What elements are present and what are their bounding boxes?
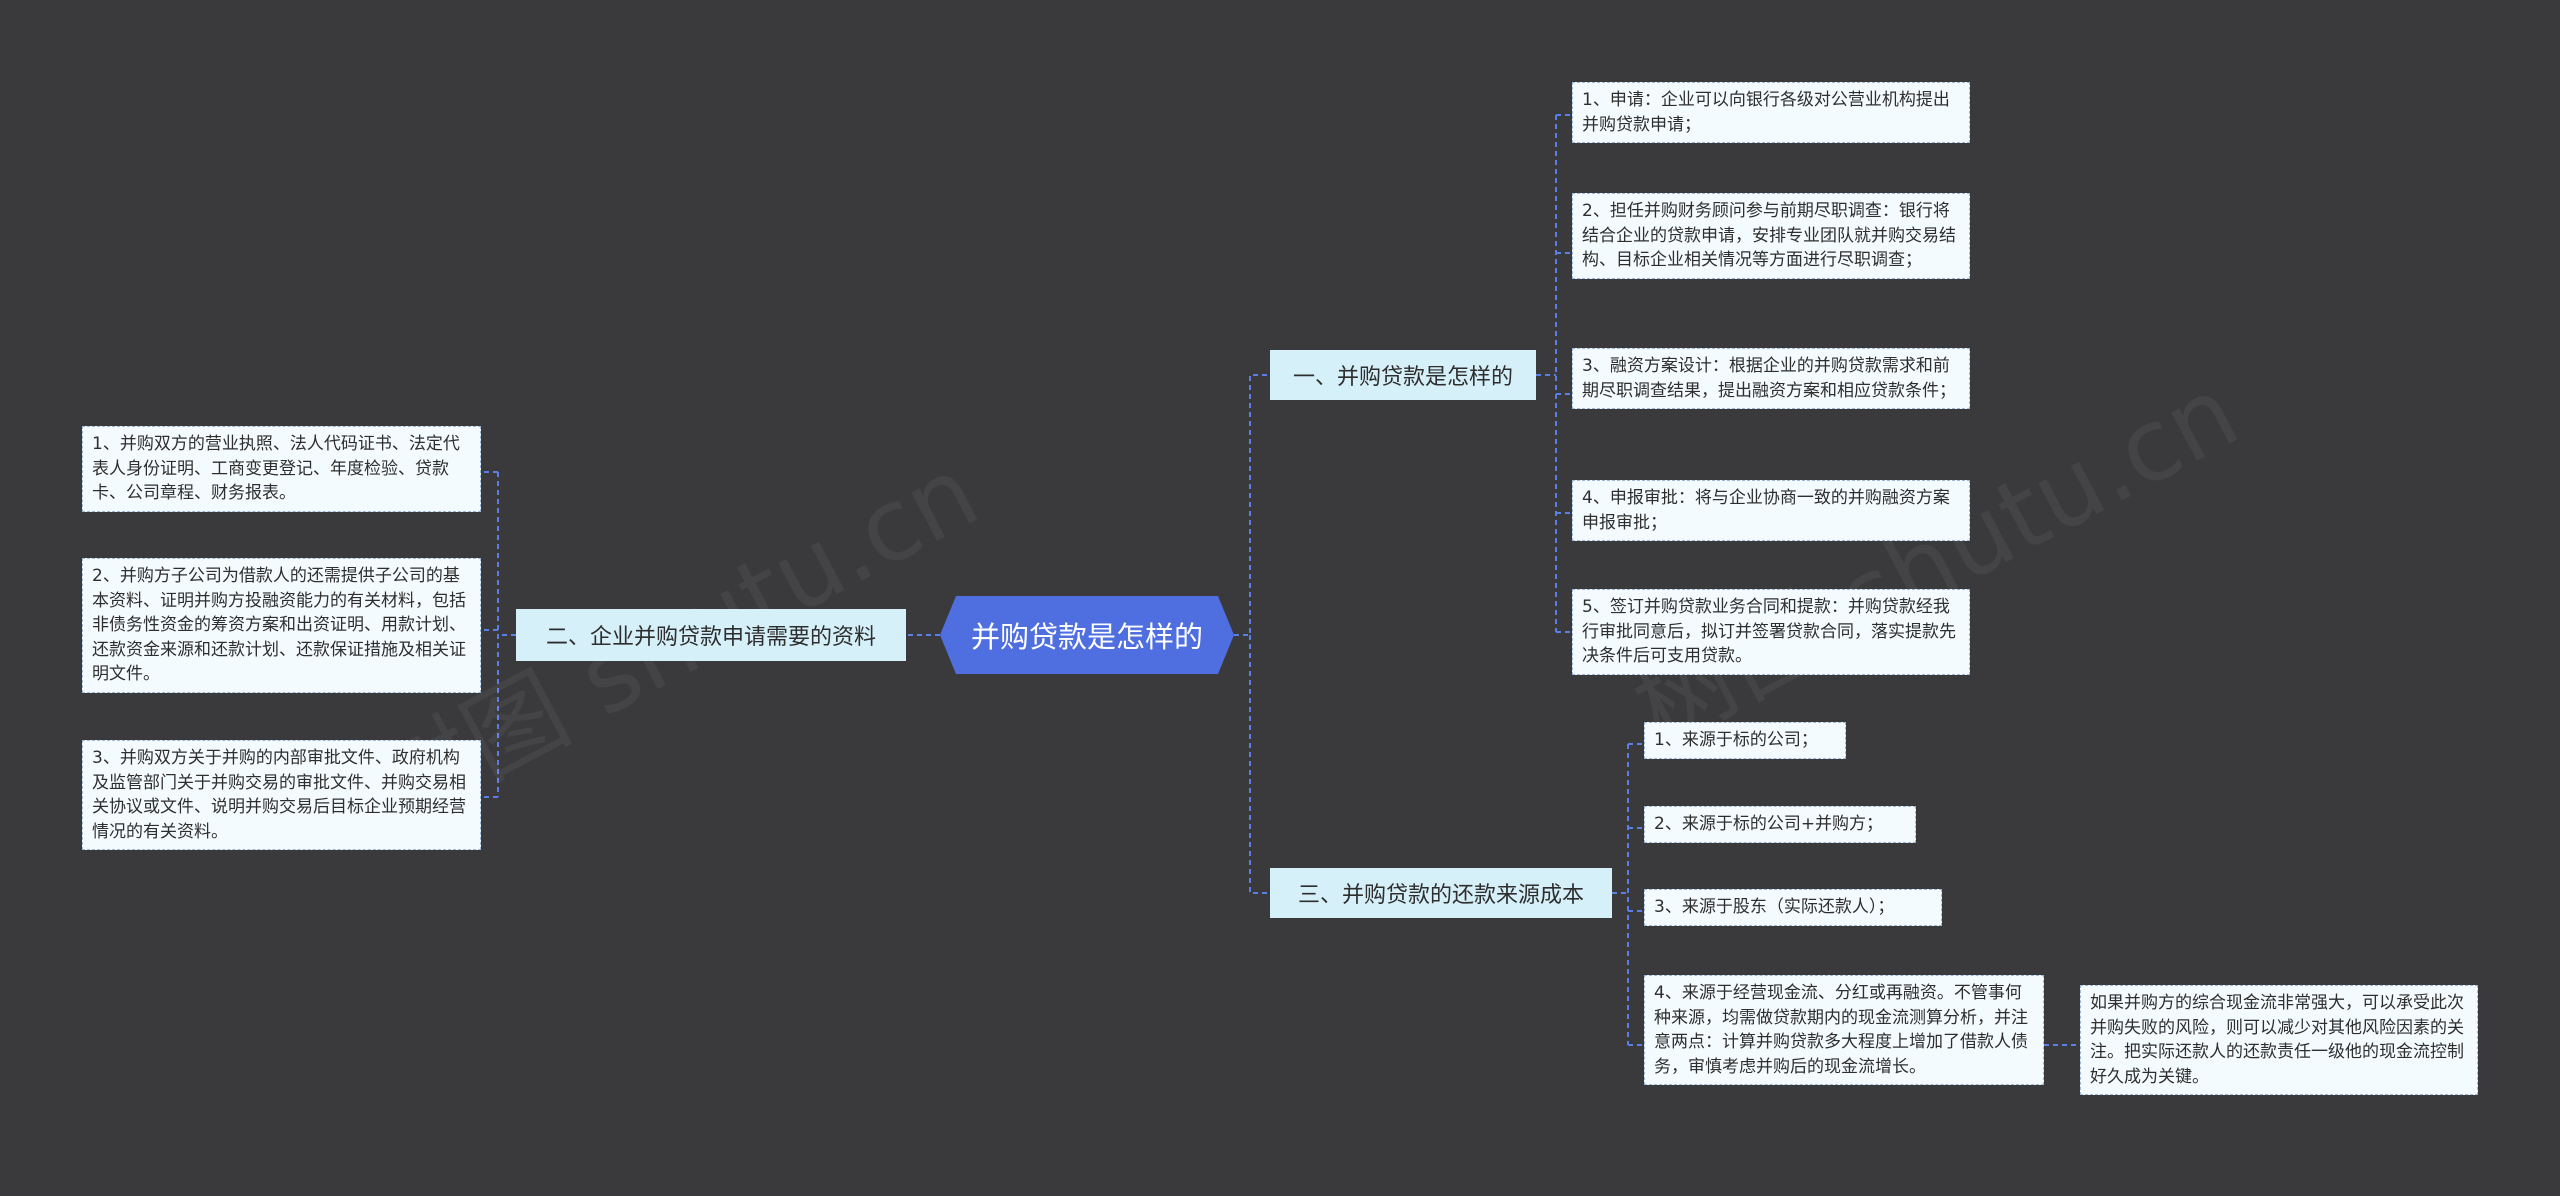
b1-leaf-2[interactable]: 2、担任并购财务顾问参与前期尽职调查：银行将结合企业的贷款申请，安排专业团队就并… [1572,193,1970,279]
b3-leaf-4-subtopic[interactable]: 如果并购方的综合现金流非常强大，可以承受此次并购失败的风险，则可以减少对其他风险… [2080,985,2478,1096]
b2-leaf-1[interactable]: 1、并购双方的营业执照、法人代码证书、法定代表人身份证明、工商变更登记、年度检验… [82,426,481,512]
connector-root-b3 [1249,635,1270,894]
connector-b2-leaves [481,471,516,798]
branch-topic-2[interactable]: 二、企业并购贷款申请需要的资料 [516,609,906,661]
branch-topic-3[interactable]: 三、并购贷款的还款来源成本 [1270,868,1612,918]
root-topic[interactable]: 并购贷款是怎样的 [940,596,1234,674]
b1-leaf-4[interactable]: 4、申报审批：将与企业协商一致的并购融资方案申报审批； [1572,480,1970,542]
connector-b1-leaves [1536,114,1572,633]
b3-leaf-1[interactable]: 1、来源于标的公司； [1644,722,1846,759]
b3-leaf-2[interactable]: 2、来源于标的公司+并购方； [1644,806,1916,843]
b3-leaf-3[interactable]: 3、来源于股东（实际还款人）； [1644,889,1942,926]
b1-leaf-5[interactable]: 5、签订并购贷款业务合同和提款：并购贷款经我行审批同意后，拟订并签署贷款合同，落… [1572,589,1970,675]
b2-leaf-2[interactable]: 2、并购方子公司为借款人的还需提供子公司的基本资料、证明并购方投融资能力的有关材… [82,558,481,693]
b2-leaf-3[interactable]: 3、并购双方关于并购的内部审批文件、政府机构及监管部门关于并购交易的审批文件、并… [82,740,481,851]
connector-root-b1 [1234,374,1270,636]
b1-leaf-3[interactable]: 3、融资方案设计：根据企业的并购贷款需求和前期尽职调查结果，提出融资方案和相应贷… [1572,348,1970,410]
connector-b3-leaves [1612,743,1644,1046]
b3-leaf-4[interactable]: 4、来源于经营现金流、分红或再融资。不管事何种来源，均需做贷款期内的现金流测算分… [1644,975,2044,1086]
b1-leaf-1[interactable]: 1、申请：企业可以向银行各级对公营业机构提出并购贷款申请； [1572,82,1970,144]
branch-topic-1[interactable]: 一、并购贷款是怎样的 [1270,350,1536,400]
